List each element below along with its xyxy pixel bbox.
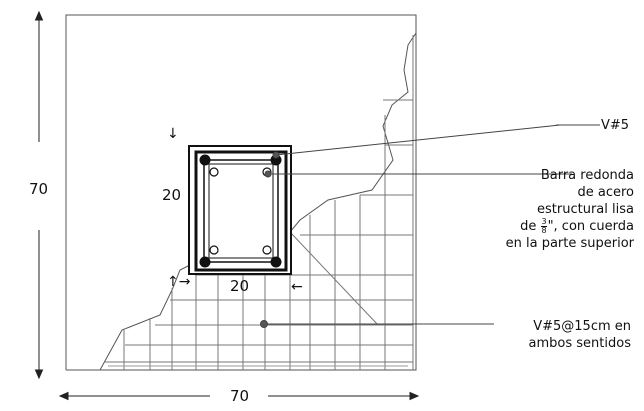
round-bar-line-4-pre: de xyxy=(520,219,541,234)
round-bar-line-5: en la parte superior xyxy=(505,236,634,251)
mesh-line-1: V#5@15cm en xyxy=(533,319,631,334)
round-bar-line-4-post: ", con cuerda xyxy=(547,219,634,234)
column-round-bars xyxy=(209,167,272,255)
rebar-mesh xyxy=(105,35,414,370)
round-bar-line-2: de acero xyxy=(577,185,634,200)
fraction-denominator: 8 xyxy=(541,226,547,235)
v5-label: V#5 xyxy=(600,118,629,133)
mesh-note: V#5@15cm en ambos sentidos xyxy=(529,318,631,352)
width-dimension-line xyxy=(58,391,420,401)
column-section xyxy=(188,145,292,275)
left-arrow-icon: ← xyxy=(291,279,303,295)
column-height-label: 20 xyxy=(162,186,182,204)
fraction-numerator: 3 xyxy=(541,217,547,226)
height-dimension-line xyxy=(34,10,44,380)
total-height-label: 70 xyxy=(29,180,49,198)
leader-lines xyxy=(260,124,600,328)
mesh-line-2: ambos sentidos xyxy=(528,336,631,351)
down-arrow-icon: ↓ xyxy=(167,126,179,142)
round-bar-note: Barra redonda de acero estructural lisa … xyxy=(506,167,634,252)
column-corner-bars xyxy=(199,154,282,268)
total-width-label: 70 xyxy=(230,387,250,405)
slab-outline xyxy=(65,14,417,371)
up-right-arrow-icon: ↑→ xyxy=(167,274,191,290)
column-width-label: 20 xyxy=(230,277,250,295)
round-bar-line-1: Barra redonda xyxy=(540,168,634,183)
round-bar-line-3: estructural lisa xyxy=(537,202,634,217)
